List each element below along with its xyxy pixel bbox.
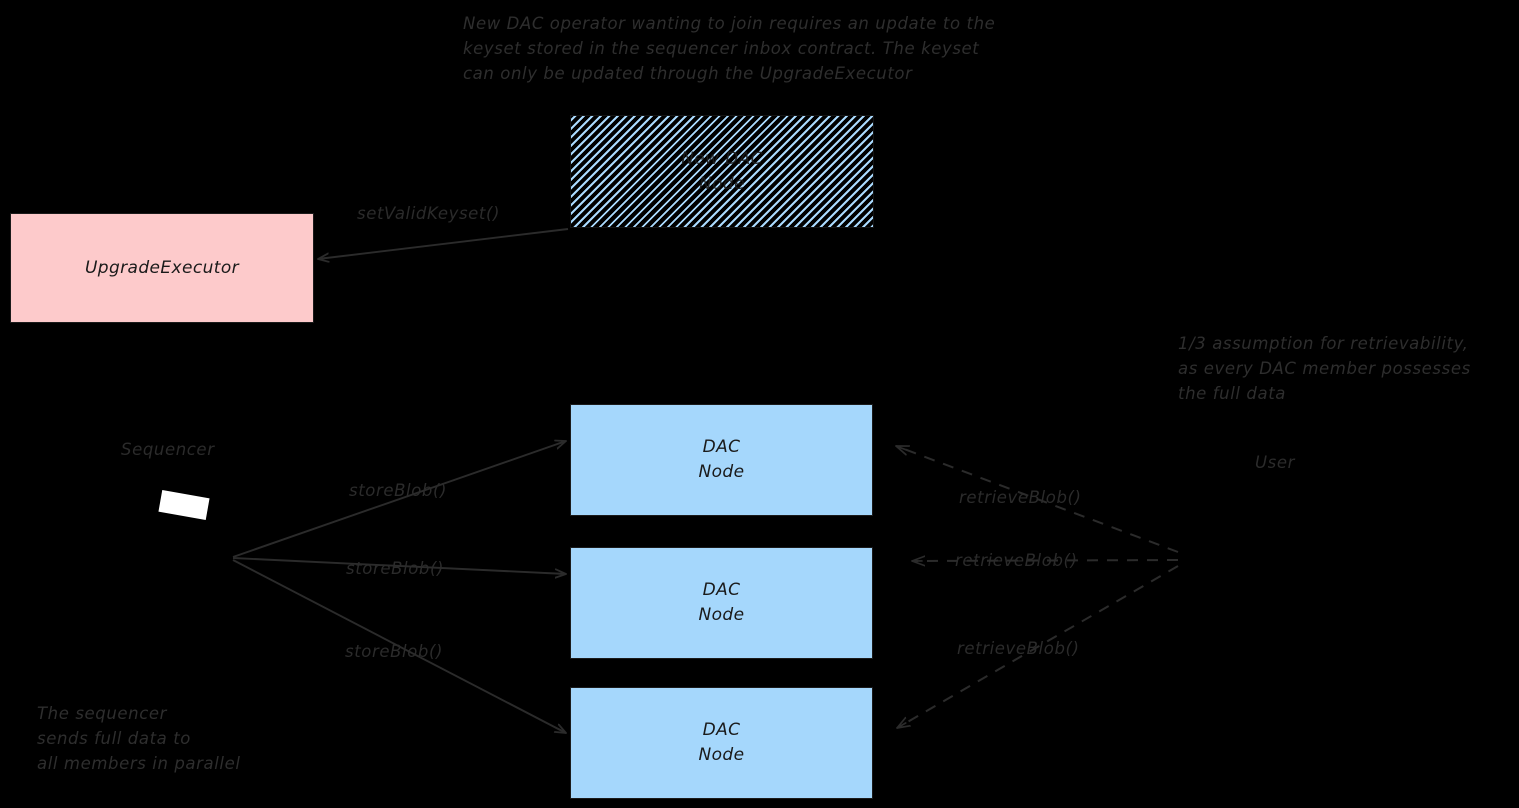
label-sequencer: Sequencer [121,440,215,459]
node-dac-node-2[interactable]: DAC Node [570,547,873,659]
edge-label-store-blob-1: storeBlob() [349,481,448,500]
edge-label-set-valid-keyset: setValidKeyset() [357,204,501,223]
arrow-set-valid-keyset [318,228,569,259]
edge-label-store-blob-3: storeBlob() [345,642,444,661]
node-dac-node-3-label: DAC Node [698,720,745,765]
node-dac-node-1-label: DAC Node [698,437,745,482]
edge-label-store-blob-2: storeBlob() [346,559,445,578]
node-upgrade-executor[interactable]: UpgradeExecutor [10,213,314,323]
annotation-retrievability: 1/3 assumption for retrievability, as ev… [1178,334,1471,403]
edge-label-retrieve-blob-2: retrieveBlob() [955,551,1078,570]
annotation-sequencer-parallel: The sequencer sends full data to all mem… [37,704,241,773]
annotation-new-dac-operator: New DAC operator wanting to join require… [463,14,996,83]
node-new-dac-node[interactable]: New DAC Node [570,115,874,228]
label-user: User [1255,453,1296,472]
edge-label-retrieve-blob-3: retrieveBlob() [957,639,1080,658]
node-upgrade-executor-label: UpgradeExecutor [84,257,240,278]
node-dac-node-1[interactable]: DAC Node [570,404,873,516]
node-dac-node-2-label: DAC Node [698,580,745,625]
sequencer-marker [158,489,210,521]
node-dac-node-3[interactable]: DAC Node [570,687,873,799]
node-new-dac-node-label: New DAC Node [681,148,763,194]
edge-label-retrieve-blob-1: retrieveBlob() [959,488,1082,507]
